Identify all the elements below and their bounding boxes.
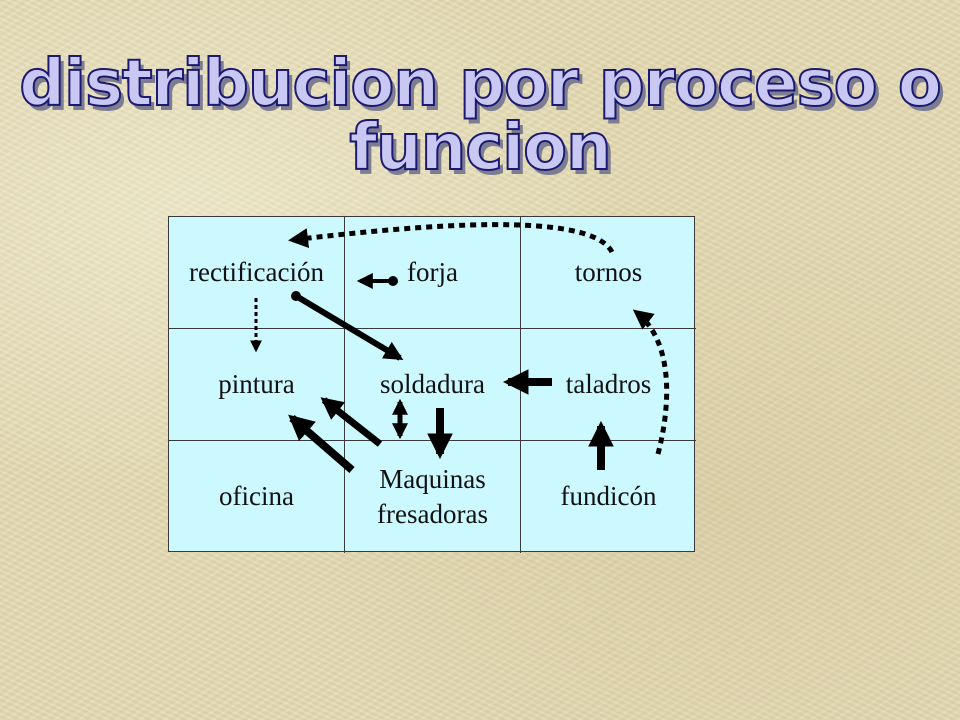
cell-oficina: oficina: [169, 441, 345, 553]
arrow-fresadoras-to-pintura-upper: [320, 397, 383, 447]
arrow-fresadoras-to-pintura-lower: [288, 414, 355, 474]
cell-fundicion: fundicón: [560, 481, 657, 512]
arrow-rectificacion-to-soldadura: [294, 293, 404, 361]
cell-maquinas-line1: Maquinas: [379, 463, 486, 494]
cell-pintura: pintura: [169, 329, 345, 441]
cell-tornos: tornos: [521, 217, 696, 329]
cell-rectificacion: rectificación: [169, 217, 345, 329]
process-layout-grid: rectificación forja tornos pintura solda…: [168, 216, 696, 553]
cell-forja: forja: [345, 217, 521, 329]
arrow-tornos-to-rectificacion: [288, 222, 615, 254]
cell-maquinas-line2: fresadoras: [377, 499, 488, 529]
cell-maquinas-fresadoras: Maquinas fresadoras: [345, 441, 521, 553]
slide-title: distribucion por proceso o funcion: [18, 47, 943, 185]
arrow-fundicion-to-tornos: [632, 309, 670, 455]
